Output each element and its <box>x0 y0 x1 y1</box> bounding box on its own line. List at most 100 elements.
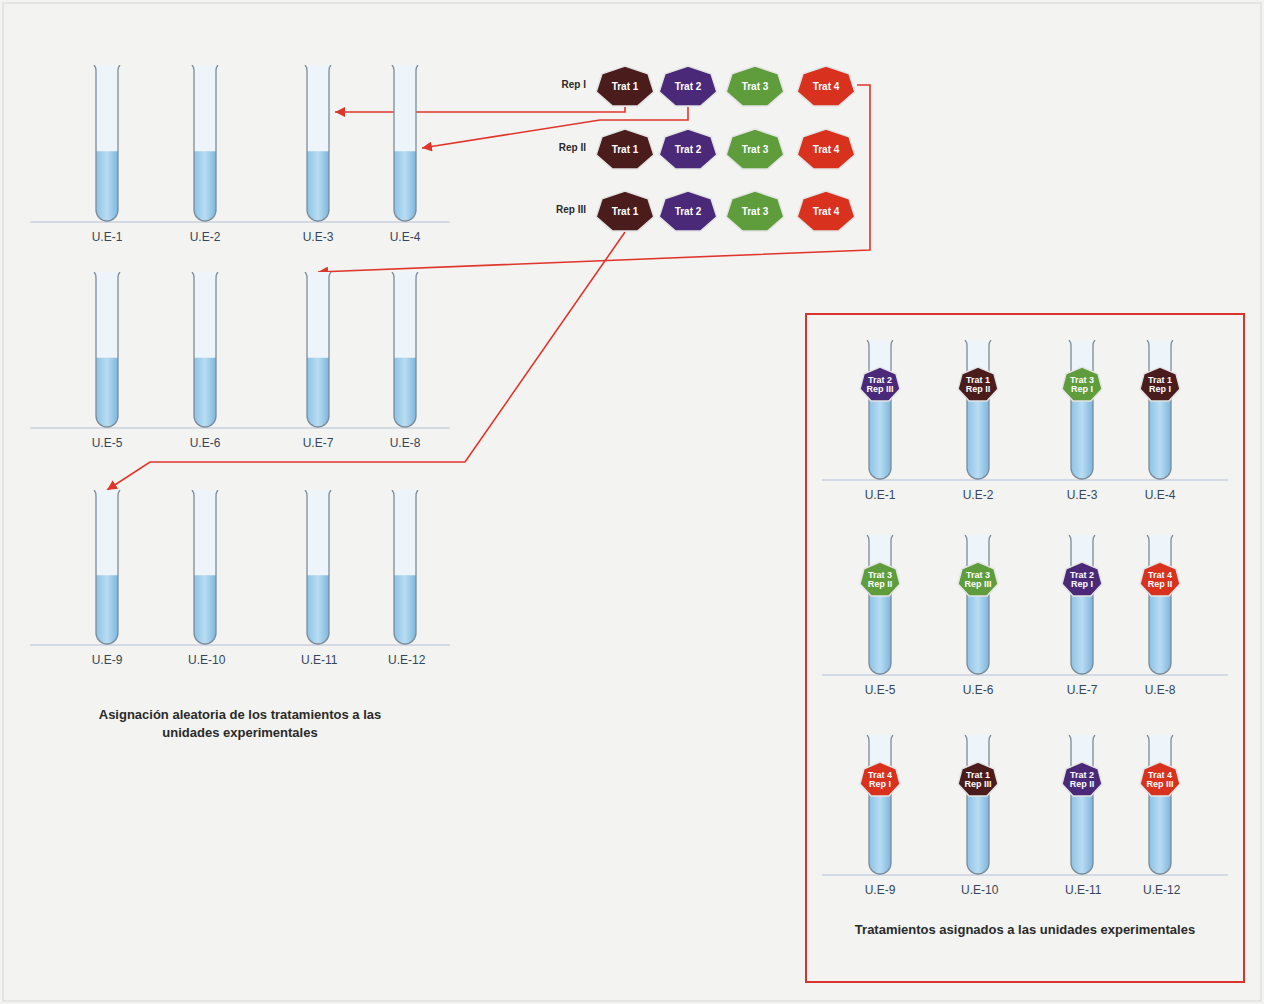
unit-label: U.E-11 <box>1065 883 1099 897</box>
unit-label: U.E-12 <box>388 653 422 667</box>
test-tube-shape <box>1067 340 1097 480</box>
tube-wall <box>94 490 120 644</box>
glass <box>94 65 120 221</box>
unit-label: U.E-5 <box>863 683 897 697</box>
tube-wall <box>305 65 331 221</box>
tube-wall <box>867 535 893 674</box>
glass <box>867 735 893 874</box>
test-tube: U.E-7Trat 2 Rep I <box>1065 535 1099 701</box>
unit-label: U.E-5 <box>90 436 124 450</box>
tube-wall <box>392 65 418 221</box>
liquid <box>307 358 329 427</box>
test-tube: U.E-10Trat 1 Rep III <box>961 735 995 901</box>
treatment-badge: Trat 1 <box>594 188 656 232</box>
test-tube: U.E-5Trat 3 Rep II <box>863 535 897 701</box>
unit-label: U.E-1 <box>90 230 124 244</box>
unit-label: U.E-7 <box>1065 683 1099 697</box>
treatment-text: Trat 3 <box>724 63 786 107</box>
test-tube: U.E-11 <box>301 490 335 671</box>
test-tube: U.E-2 <box>188 65 222 248</box>
tube-wall <box>965 340 991 479</box>
test-tube-shape <box>963 340 993 480</box>
tube-wall <box>392 490 418 644</box>
liquid <box>394 575 416 644</box>
unit-label: U.E-6 <box>961 683 995 697</box>
glass <box>392 272 418 427</box>
treatment-badge: Trat 2 Rep III <box>858 364 902 402</box>
liquid <box>307 151 329 221</box>
treatment-badge: Trat 2 <box>657 126 719 170</box>
test-tube: U.E-10 <box>188 490 222 671</box>
treatment-badge: Trat 3 Rep I <box>1060 364 1104 402</box>
test-tube: U.E-4 <box>388 65 422 248</box>
glass <box>867 535 893 674</box>
treatment-text: Trat 2 Rep I <box>1060 559 1104 597</box>
test-tube-shape <box>390 272 420 428</box>
unit-label: U.E-9 <box>863 883 897 897</box>
unit-label: U.E-3 <box>1065 488 1099 502</box>
treatment-text: Trat 3 <box>724 188 786 232</box>
test-tube-shape <box>92 272 122 428</box>
assignment-arrow <box>335 107 625 112</box>
glass <box>392 490 418 644</box>
tube-wall <box>965 535 991 674</box>
treatment-badge: Trat 4 <box>795 126 857 170</box>
treatment-badge: Trat 1 <box>594 126 656 170</box>
treatment-badge: Trat 4 <box>795 188 857 232</box>
unit-label: U.E-9 <box>90 653 124 667</box>
treatment-text: Trat 4 Rep II <box>1138 559 1182 597</box>
tube-wall <box>192 490 218 644</box>
test-tube-shape <box>303 272 333 428</box>
tube-wall <box>94 272 120 427</box>
test-tube-shape <box>1067 535 1097 675</box>
treatment-text: Trat 2 Rep II <box>1060 759 1104 797</box>
glass <box>392 65 418 221</box>
treatment-badge: Trat 2 Rep II <box>1060 759 1104 797</box>
glass <box>305 272 331 427</box>
glass <box>94 272 120 427</box>
tube-wall <box>1069 340 1095 479</box>
treatment-text: Trat 2 Rep III <box>858 364 902 402</box>
treatment-text: Trat 1 <box>594 188 656 232</box>
test-tube-shape <box>1145 535 1175 675</box>
test-tube: U.E-8 <box>388 272 422 454</box>
treatment-text: Trat 1 Rep III <box>956 759 1000 797</box>
liquid <box>194 358 216 427</box>
test-tube-shape <box>390 65 420 222</box>
test-tube-shape <box>865 340 895 480</box>
test-tube: U.E-11Trat 2 Rep II <box>1065 735 1099 901</box>
unit-label: U.E-8 <box>388 436 422 450</box>
result-panel: Tratamientos asignados a las unidades ex… <box>805 313 1245 983</box>
liquid <box>394 358 416 427</box>
treatment-badge: Trat 1 Rep III <box>956 759 1000 797</box>
test-tube: U.E-8Trat 4 Rep II <box>1143 535 1177 701</box>
tube-wall <box>867 735 893 874</box>
tube-wall <box>192 272 218 427</box>
treatment-text: Trat 4 Rep III <box>1138 759 1182 797</box>
treatment-badge: Trat 3 <box>724 126 786 170</box>
treatment-badge: Trat 3 Rep II <box>858 559 902 597</box>
test-tube: U.E-9 <box>90 490 124 671</box>
liquid <box>194 151 216 221</box>
tube-wall <box>1147 735 1173 874</box>
test-tube-shape <box>865 735 895 875</box>
treatment-badge: Trat 3 <box>724 188 786 232</box>
liquid <box>194 575 216 644</box>
test-tube: U.E-6Trat 3 Rep III <box>961 535 995 701</box>
treatment-badge: Trat 2 <box>657 188 719 232</box>
figure-caption: Asignación aleatoria de los tratamientos… <box>70 706 410 741</box>
test-tube: U.E-12 <box>388 490 422 671</box>
test-tube-shape <box>963 735 993 875</box>
assignment-arrow <box>107 232 625 490</box>
glass <box>965 735 991 874</box>
rack-lines <box>30 222 1228 875</box>
unit-label: U.E-3 <box>301 230 335 244</box>
test-tube: U.E-5 <box>90 272 124 454</box>
unit-label: U.E-6 <box>188 436 222 450</box>
unit-label: U.E-10 <box>188 653 222 667</box>
tube-wall <box>192 65 218 221</box>
glass <box>867 340 893 479</box>
treatment-text: Trat 3 Rep III <box>956 559 1000 597</box>
test-tube: U.E-1 <box>90 65 124 248</box>
unit-label: U.E-8 <box>1143 683 1177 697</box>
